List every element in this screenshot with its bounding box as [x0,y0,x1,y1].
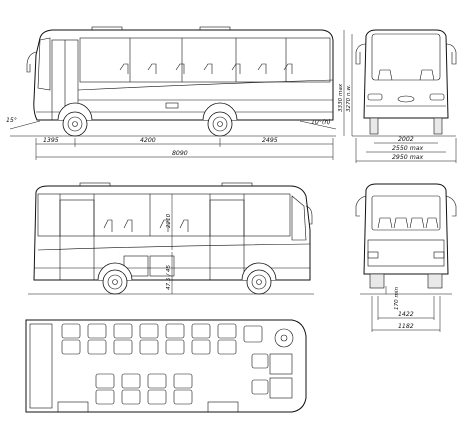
wheelbase-label: 4200 [140,137,156,144]
side-view-right: 15° 10°(n) 1395 4200 2495 8090 [6,26,337,160]
track-label: 2002 [398,136,414,143]
front-overhang-label: 1395 [43,137,59,144]
height-nominal-label: 3270 n.w. [346,84,352,112]
approach-angle-label: 15° [6,116,17,124]
rear-clearance-label: 170 min [394,287,400,310]
overall-length-label: 8090 [172,150,188,157]
seat-row-lower [95,373,193,405]
floor-plan [25,319,307,413]
height-max-label: 3330 max [338,83,344,112]
rear-view: 170 min 1422 1182 [355,183,457,332]
width-mirrors-label: 2550 max [392,145,424,152]
floor-height-label: 47.5 / 45 [166,265,172,290]
side-view-left: 2210 47.5 / 45 [28,182,314,295]
rear-width-label: 1182 [398,323,414,330]
seat-row-upper [61,323,237,355]
rear-overhang-label: 2495 [262,137,278,144]
front-view: 3330 max 3270 n.w. 2002 2550 max 2950 ma… [338,29,457,163]
rear-track-label: 1422 [398,311,414,318]
door-height-label: 2210 [166,213,172,228]
departure-angle-label: 10°(n) [311,118,331,126]
width-overall-label: 2950 max [392,154,424,161]
